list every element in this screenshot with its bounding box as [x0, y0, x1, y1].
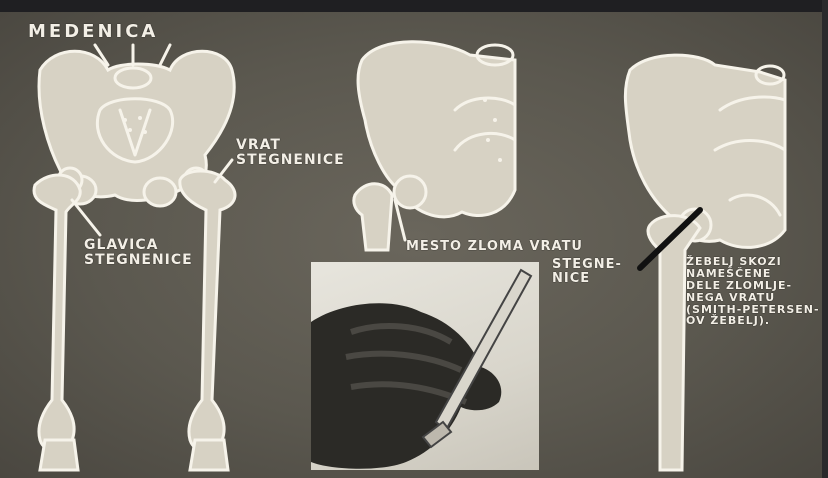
hand-holding-nail-photo: [311, 262, 539, 470]
hand-photo-drawing: [311, 262, 539, 470]
left-femur: [34, 175, 80, 470]
label-vrat-stegnenice: VRAT STEGNENICE: [236, 138, 345, 168]
pelvis-side-view: [354, 42, 515, 250]
label-medenica: MEDENICA: [28, 22, 158, 41]
label-zebelj-description: ŽEBELJ SKOZI NAMEŠČENE DELE ZLOMLJE- NEG…: [686, 256, 820, 327]
label-mesto-zloma: MESTO ZLOMA VRATU: [406, 240, 583, 254]
right-femur: [180, 171, 235, 470]
label-stegnenice-2: STEGNE- NICE: [552, 258, 622, 286]
label-glavica-stegnenice: GLAVICA STEGNENICE: [84, 238, 193, 268]
